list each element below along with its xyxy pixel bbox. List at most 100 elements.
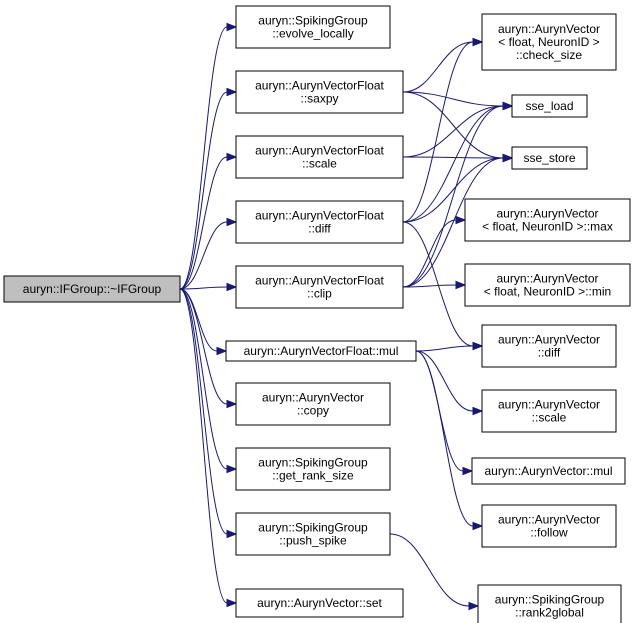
node-label: sse_load [525, 99, 573, 113]
node-box [481, 324, 617, 368]
node-min[interactable]: auryn::AurynVector< float, NeuronID >::m… [464, 263, 631, 307]
edge-line [402, 156, 504, 159]
node-label: ::diff [538, 346, 561, 360]
node-label: auryn::AurynVector [498, 398, 600, 412]
node-set[interactable]: auryn::AurynVector::set [235, 588, 404, 618]
edge-ifgroup-dtor-to-saxpy [179, 87, 238, 290]
node-label: ::check_size [516, 48, 582, 62]
edge-arrowhead [472, 37, 484, 47]
node-get-rank-size[interactable]: auryn::SpikingGroup::get_rank_size [235, 447, 391, 491]
node-check-size[interactable]: auryn::AurynVector< float, NeuronID >::c… [481, 13, 617, 71]
node-box [3, 275, 181, 303]
edge-clip-f-to-min [402, 280, 467, 290]
edge-clip-f-to-max [402, 215, 467, 288]
edge-saxpy-to-check-size [402, 37, 484, 93]
edge-ifgroup-dtor-to-clip-f [179, 282, 238, 292]
edge-clip-f-to-sse-load [402, 101, 514, 288]
node-label: auryn::AurynVectorFloat [255, 144, 384, 158]
edge-ifgroup-dtor-to-copy [179, 288, 238, 409]
node-box [464, 263, 631, 307]
node-max[interactable]: auryn::AurynVector< float, NeuronID >::m… [464, 198, 631, 242]
edge-line [179, 288, 228, 405]
node-box [235, 447, 391, 491]
node-label: auryn::SpikingGroup [495, 593, 605, 607]
node-label: auryn::AurynVector [498, 333, 600, 347]
node-copy[interactable]: auryn::AurynVector::copy [235, 382, 391, 426]
node-label: auryn::SpikingGroup [258, 521, 368, 535]
edge-line [402, 157, 504, 223]
edge-line [179, 156, 228, 290]
edge-line [402, 41, 474, 93]
node-label: auryn::AurynVector [498, 513, 600, 527]
edge-arrowhead [502, 153, 514, 163]
node-box [477, 584, 622, 623]
edge-arrowhead [468, 601, 480, 611]
node-mul-f[interactable]: auryn::AurynVectorFloat::mul [225, 340, 417, 362]
nodes-layer: auryn::IFGroup::~IFGroupauryn::SpikingGr… [3, 5, 631, 623]
node-evolve-locally[interactable]: auryn::SpikingGroup::evolve_locally [235, 5, 391, 49]
edge-mul-f-to-follow [415, 350, 484, 531]
edge-mul-f-to-scale-v [415, 350, 484, 416]
edge-diff-f-to-check-size [402, 37, 484, 223]
edge-line [179, 286, 228, 290]
node-box [235, 5, 391, 49]
node-label: ::rank2global [515, 606, 584, 620]
edge-arrowhead [472, 406, 484, 416]
node-label: auryn::AurynVector::set [257, 596, 382, 610]
node-scale-v[interactable]: auryn::AurynVector::scale [481, 389, 617, 433]
node-label: auryn::IFGroup::~IFGroup [23, 282, 162, 296]
edge-line [402, 91, 504, 107]
node-saxpy[interactable]: auryn::AurynVectorFloat::saxpy [235, 70, 404, 114]
node-box [511, 94, 588, 118]
edge-line [179, 221, 228, 290]
edge-line [402, 157, 504, 288]
edge-ifgroup-dtor-to-set [179, 288, 238, 608]
edge-line [179, 91, 228, 290]
node-label: auryn::AurynVector::mul [484, 464, 612, 478]
node-label: auryn::SpikingGroup [258, 14, 368, 28]
edge-arrowhead [226, 22, 238, 32]
edge-line [415, 345, 474, 352]
node-diff-f[interactable]: auryn::AurynVectorFloat::diff [235, 200, 404, 244]
edge-line [402, 105, 504, 223]
node-box [235, 135, 404, 179]
node-label: ::evolve_locally [272, 27, 353, 41]
edge-arrowhead [226, 87, 238, 97]
edge-line [402, 105, 504, 288]
node-label: ::push_spike [279, 534, 347, 548]
edge-line [179, 26, 228, 290]
node-push-spike[interactable]: auryn::SpikingGroup::push_spike [235, 512, 391, 556]
edge-arrowhead [455, 215, 467, 225]
node-box [471, 457, 626, 485]
node-ifgroup-dtor[interactable]: auryn::IFGroup::~IFGroup [3, 275, 181, 303]
node-box [235, 588, 404, 618]
node-sse-load[interactable]: sse_load [511, 94, 588, 118]
node-diff-v[interactable]: auryn::AurynVector::diff [481, 324, 617, 368]
node-mul-v[interactable]: auryn::AurynVector::mul [471, 457, 626, 485]
node-sse-store[interactable]: sse_store [511, 146, 588, 170]
edge-line [179, 288, 228, 535]
node-label: auryn::AurynVector [496, 272, 598, 286]
node-label: ::scale [532, 411, 567, 425]
edge-arrowhead [226, 598, 238, 608]
edge-arrowhead [462, 466, 474, 476]
node-follow[interactable]: auryn::AurynVector::follow [481, 504, 617, 548]
node-label: ::scale [302, 157, 337, 171]
edge-ifgroup-dtor-to-diff-f [179, 217, 238, 290]
node-label: auryn::SpikingGroup [258, 456, 368, 470]
edge-arrowhead [472, 521, 484, 531]
node-clip-f[interactable]: auryn::AurynVectorFloat::clip [235, 265, 404, 309]
node-label: auryn::AurynVectorFloat [255, 79, 384, 93]
node-label: < float, NeuronID >::max [482, 220, 613, 234]
node-label: auryn::AurynVector [496, 207, 598, 221]
node-label: auryn::AurynVectorFloat::mul [244, 344, 399, 358]
edge-line [402, 219, 457, 288]
edge-mul-f-to-diff-v [415, 341, 484, 352]
node-scale-f[interactable]: auryn::AurynVectorFloat::scale [235, 135, 404, 179]
node-box [235, 382, 391, 426]
edge-mul-f-to-mul-v [415, 350, 474, 476]
edge-arrowhead [226, 464, 238, 474]
node-rank2global[interactable]: auryn::SpikingGroup::rank2global [477, 584, 622, 623]
node-box [481, 13, 617, 71]
